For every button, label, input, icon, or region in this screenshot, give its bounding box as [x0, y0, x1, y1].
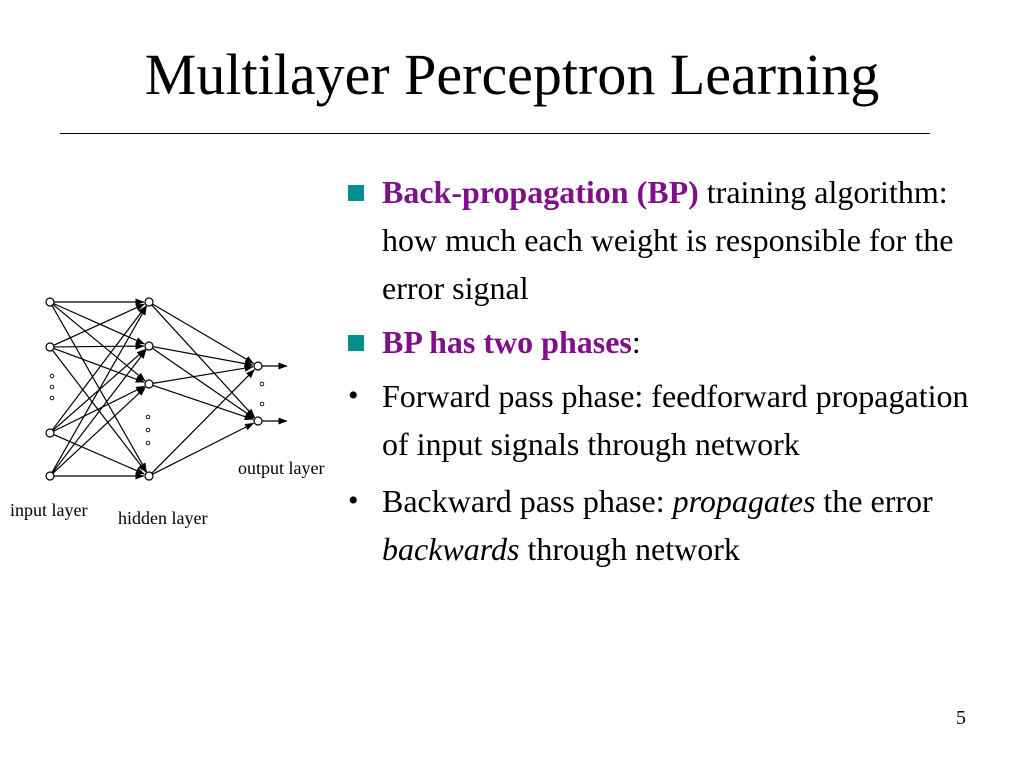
- bullet-text: Forward pass phase: feedforward propagat…: [382, 378, 969, 462]
- bullet-accent-text: BP has two phases: [382, 324, 632, 360]
- input-neuron: [45, 471, 55, 481]
- weight-connection: [53, 434, 145, 475]
- bullet-item-phases: BP has two phases:: [340, 318, 980, 366]
- network-nodes: [45, 297, 263, 481]
- bullet-item-backprop: Back-propagation (BP) training algorithm…: [340, 168, 980, 312]
- hidden-neuron: [144, 471, 154, 481]
- bullet-dot-icon: •: [348, 379, 359, 412]
- weight-connection: [53, 385, 145, 432]
- mlp-network-diagram: input layer hidden layer output layer: [0, 280, 350, 540]
- bullet-dot-icon: •: [348, 484, 359, 517]
- hidden-layer-label: hidden layer: [118, 508, 208, 528]
- weight-connection: [53, 347, 145, 383]
- weight-connection: [53, 303, 145, 346]
- bullet-item-forward-pass: • Forward pass phase: feedforward propag…: [340, 372, 980, 468]
- bullet-emphasis-text: backwards: [382, 531, 520, 567]
- weight-connection: [151, 304, 256, 418]
- hidden-neuron: [144, 341, 154, 351]
- input-neuron: [45, 428, 55, 438]
- slide-number: 5: [956, 707, 966, 729]
- weight-connection: [152, 346, 254, 368]
- input-neuron: [45, 342, 55, 352]
- output-neuron: [253, 361, 263, 371]
- weight-connection: [152, 384, 254, 420]
- bullet-text: training algorithm: how much each weight…: [382, 174, 954, 306]
- bullet-item-backward-pass: • Backward pass phase: propagates the er…: [340, 477, 980, 573]
- input-neuron: [45, 297, 55, 307]
- bullet-list: Back-propagation (BP) training algorithm…: [340, 168, 980, 573]
- weight-connection: [152, 364, 254, 384]
- weight-connection: [51, 349, 147, 474]
- bullet-text: Backward pass phase:: [382, 483, 673, 519]
- weight-connection: [52, 304, 146, 382]
- weight-connection: [52, 386, 146, 474]
- hidden-neuron: [144, 297, 154, 307]
- weight-connection: [152, 422, 254, 475]
- bullet-square-icon: [348, 318, 376, 366]
- slide-title: Multilayer Perceptron Learning: [144, 42, 880, 107]
- output-layer-label: output layer: [238, 458, 325, 478]
- hidden-neuron: [144, 379, 154, 389]
- output-neuron: [253, 416, 263, 426]
- bullet-text: :: [631, 324, 641, 360]
- bullet-text: through network: [519, 531, 740, 567]
- network-graph: [45, 297, 288, 481]
- bullet-square-icon: [348, 168, 376, 216]
- weight-connection: [152, 303, 255, 364]
- title-divider: [60, 133, 930, 134]
- weight-connection: [51, 305, 148, 473]
- ellipsis-dots: [49, 373, 265, 446]
- network-edges: [51, 298, 288, 480]
- weight-connection: [151, 347, 255, 419]
- bullet-text: the error: [815, 483, 933, 519]
- bullet-emphasis-text: propagates: [672, 483, 816, 519]
- weight-connection: [53, 342, 145, 350]
- input-layer-label: input layer: [10, 500, 88, 520]
- weight-connection: [51, 305, 147, 431]
- bullet-accent-text: Back-propagation (BP): [382, 174, 699, 210]
- weight-connection: [151, 369, 255, 474]
